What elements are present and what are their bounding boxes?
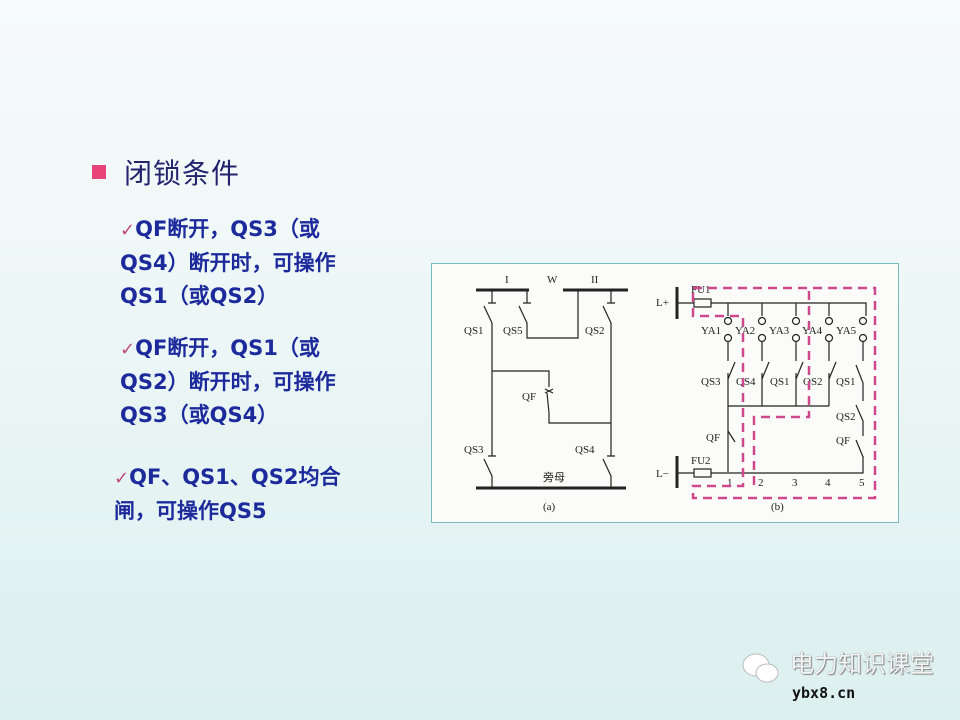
bypass-bus-label: 旁母	[543, 470, 565, 484]
contact-label: QS2	[836, 411, 856, 423]
node-label: 3	[792, 477, 798, 489]
caption-b: (b)	[771, 501, 784, 513]
diagram-a-labels: I W II QS1 QS5 QS2 QF QS3 QS4 旁母 (a)	[464, 274, 605, 513]
switch-label: QS3	[464, 444, 484, 456]
diagram-b	[675, 287, 868, 488]
condition-1: ✓QF断开，QS3（或 QS4）断开时，可操作 QS1（或QS2）	[120, 213, 336, 313]
interlock-highlight-dashes	[691, 286, 877, 500]
contact-label: QS1	[836, 376, 856, 388]
circuit-element	[727, 430, 736, 443]
circuit-element	[791, 333, 801, 343]
circuit-element	[492, 370, 611, 424]
coil-label: YA3	[769, 325, 790, 337]
condition-line: QS1（或QS2）	[120, 284, 279, 308]
circuit-element	[723, 316, 868, 343]
supply-label: L+	[656, 297, 669, 309]
coil-label: YA1	[701, 325, 721, 337]
switch-label: QF	[522, 391, 536, 403]
circuit-element	[791, 316, 801, 326]
condition-line: QF断开，QS1（或	[135, 336, 320, 360]
circuit-element	[602, 290, 615, 456]
contact-label: QF	[706, 432, 720, 444]
circuit-element	[757, 316, 767, 326]
contact-label: QF	[836, 435, 850, 447]
contact-label: QS2	[803, 376, 823, 388]
circuit-element	[727, 303, 830, 316]
condition-line: QF断开，QS3（或	[135, 217, 320, 241]
circuit-element	[693, 298, 712, 308]
circuit-element	[858, 333, 868, 343]
switch-label: QS1	[464, 325, 484, 337]
node-label: 1	[727, 477, 733, 489]
circuit-element	[677, 456, 864, 474]
circuit-element	[727, 373, 830, 472]
circuit-element	[858, 316, 868, 326]
circuit-element	[755, 663, 779, 683]
coil-label: YA2	[735, 325, 755, 337]
bullet-square-icon	[92, 165, 106, 179]
coil-label: YA5	[836, 325, 857, 337]
watermark: 电力知识课堂 ybx8.cn	[740, 650, 955, 716]
condition-line: 闸，可操作QS5	[114, 499, 267, 523]
switch-label: QS2	[585, 325, 605, 337]
coil-label: YA4	[802, 325, 823, 337]
contact-label: QS4	[736, 376, 756, 388]
condition-2: ✓QF断开，QS1（或 QS2）断开时，可操作 QS3（或QS4）	[120, 332, 336, 432]
circuit-element	[677, 302, 867, 316]
circuit-element	[727, 342, 837, 380]
circuit-element	[757, 333, 767, 343]
node-label: 2	[758, 477, 764, 489]
bus-label: I	[505, 274, 509, 286]
circuit-element	[855, 342, 864, 458]
wechat-icon	[742, 653, 779, 683]
contact-label: QS3	[701, 376, 721, 388]
circuit-element	[691, 286, 877, 500]
condition-line: QS2）断开时，可操作	[120, 370, 336, 394]
watermark-url: ybx8.cn	[792, 684, 856, 702]
heading-text: 闭锁条件	[124, 157, 241, 190]
circuit-element	[723, 333, 733, 343]
diagram-b-labels: L+ L− FU1 FU2 YA1 YA2 YA3 YA4 YA5 QS3 QS…	[656, 284, 865, 513]
node-label: 4	[825, 477, 831, 489]
circuit-element	[723, 316, 733, 326]
section-heading: 闭锁条件	[92, 152, 240, 192]
checkmark-icon: ✓	[120, 339, 136, 360]
circuit-element	[602, 455, 615, 488]
condition-line: QS4）断开时，可操作	[120, 251, 336, 275]
watermark-title: 电力知识课堂	[790, 650, 934, 678]
circuit-element	[752, 291, 811, 491]
bus-label: II	[591, 274, 599, 286]
switch-label: QS5	[503, 325, 523, 337]
bus-label: W	[547, 274, 558, 286]
diagram-a	[476, 288, 628, 490]
condition-line: QS3（或QS4）	[120, 403, 279, 427]
supply-label: L−	[656, 468, 669, 480]
condition-3: ✓QF、QS1、QS2均合 闸，可操作QS5	[114, 461, 340, 528]
switch-label: QS4	[575, 444, 595, 456]
circuit-element	[483, 290, 496, 456]
fuse-label: FU2	[691, 455, 711, 467]
circuit-element	[518, 290, 579, 339]
checkmark-icon: ✓	[120, 220, 136, 241]
contact-label: QS1	[770, 376, 790, 388]
condition-line: QF、QS1、QS2均合	[129, 465, 341, 489]
interlock-circuit-figure: I W II QS1 QS5 QS2 QF QS3 QS4 旁母 (a) L+ …	[431, 263, 899, 523]
circuit-element	[824, 333, 834, 343]
checkmark-icon: ✓	[114, 468, 130, 489]
circuit-element	[824, 316, 834, 326]
circuit-element	[693, 468, 712, 478]
circuit-element	[483, 455, 496, 488]
node-label: 5	[859, 477, 865, 489]
caption-a: (a)	[543, 501, 556, 513]
